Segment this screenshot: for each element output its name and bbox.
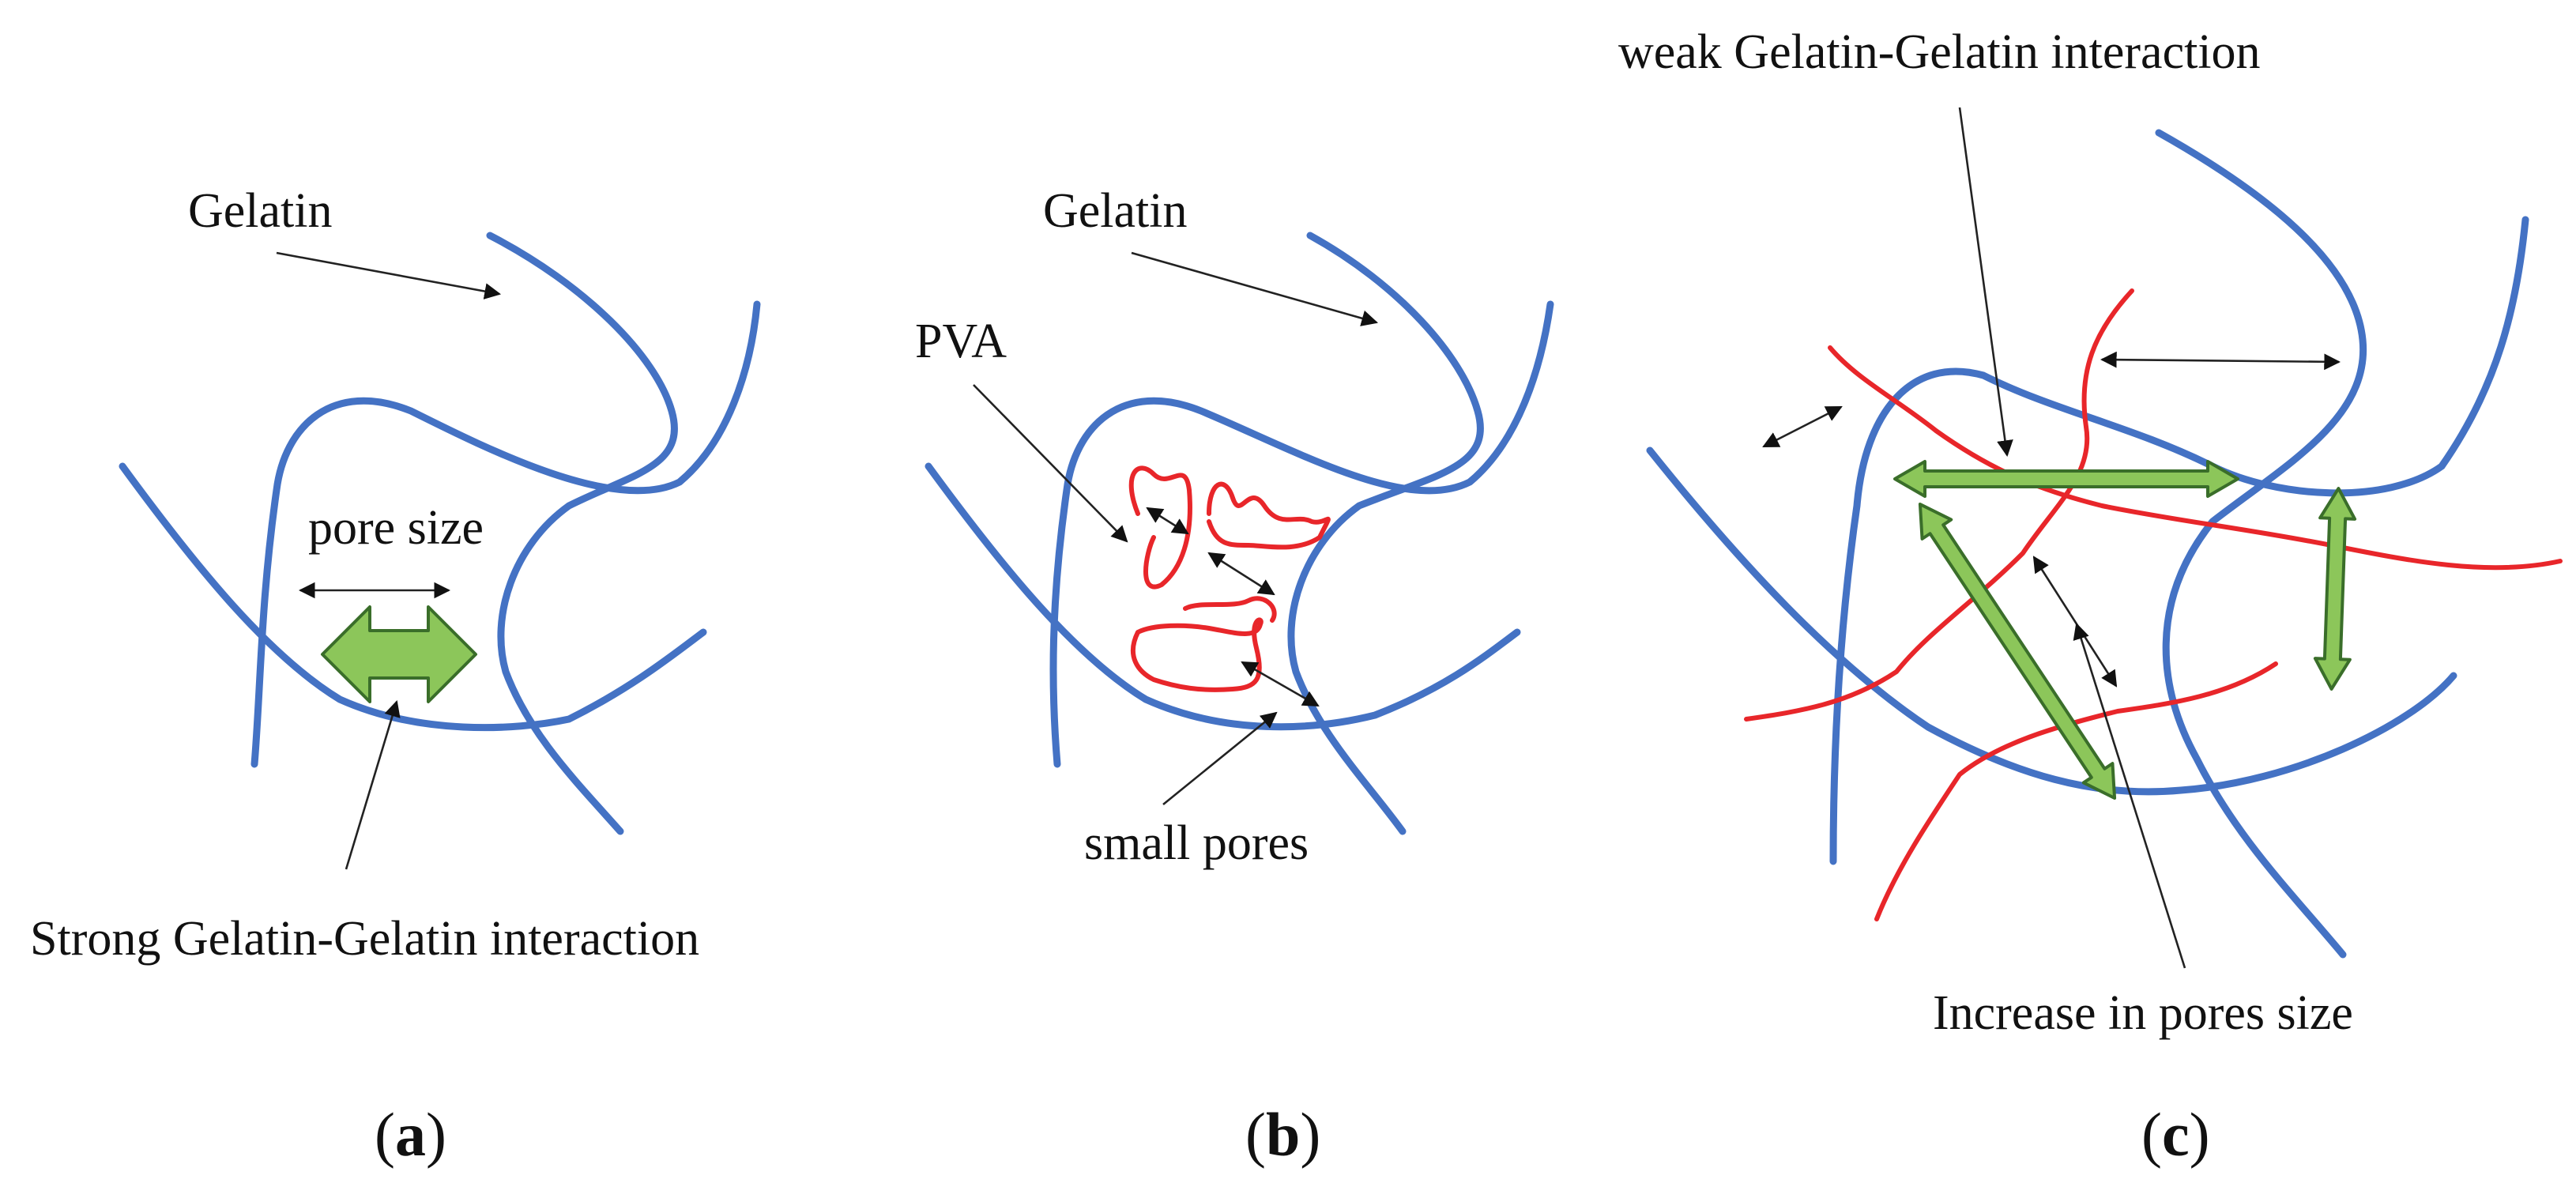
gelatin-strand: [1829, 216, 2529, 865]
gelatin-label: Gelatin: [1043, 184, 1188, 238]
increase-pointer-arrow: [2073, 623, 2186, 969]
gelatin-strand: [1646, 446, 2457, 796]
caption-b: (b): [1245, 1100, 1320, 1169]
pore-gap-arrow: [1207, 552, 1275, 596]
pore-gap-arrow: [1241, 661, 1320, 707]
gelatin-pointer-arrow: [1131, 251, 1379, 326]
pva-coil: [1131, 617, 1264, 692]
interaction-pointer-arrow: [345, 700, 401, 870]
pva-coil: [1183, 596, 1277, 623]
pva-chain: [1744, 288, 2134, 721]
pva-chain: [1874, 661, 2278, 921]
gap-arrow: [2100, 351, 2341, 371]
interaction-label: Strong Gelatin-Gelatin interaction: [30, 912, 699, 966]
caption-c: (c): [2141, 1100, 2210, 1169]
gelatin-strand: [119, 462, 707, 732]
pva-chain: [1828, 345, 2563, 571]
caption-a: (a): [375, 1100, 446, 1169]
pva-pointer-arrow: [973, 384, 1128, 543]
gelatin-strand: [925, 462, 1521, 731]
gelatin-strands-b: [925, 232, 1554, 835]
gelatin-strand: [486, 232, 678, 835]
panel-a: Gelatin pore size Strong Gelatin-Gelatin…: [30, 184, 761, 1169]
small-pores-pointer-arrow: [1162, 711, 1278, 806]
pore-size-label: pore size: [308, 501, 484, 555]
pva-coils-b: [1128, 465, 1331, 692]
wide-pore-arrow: [1893, 460, 2239, 498]
panel-b: Gelatin PVA small pores (b): [915, 184, 1554, 1169]
pva-chains-c: [1744, 288, 2563, 921]
wide-pore-arrow: [2313, 487, 2357, 691]
weak-pointer-arrow: [1958, 107, 2013, 458]
pva-label: PVA: [915, 315, 1007, 368]
gelatin-pointer-arrow: [276, 251, 502, 300]
gelatin-strands-a: [119, 232, 761, 835]
gelatin-strand: [250, 300, 761, 768]
gap-arrow: [1762, 405, 1843, 448]
increase-pores-label: Increase in pores size: [1933, 986, 2353, 1040]
gap-arrow: [2032, 556, 2118, 688]
small-pores-label: small pores: [1084, 816, 1309, 870]
pore-gap-arrow: [1146, 507, 1189, 535]
panel-c: weak Gelatin-Gelatin interaction Increas…: [1618, 25, 2563, 1169]
weak-interaction-label: weak Gelatin-Gelatin interaction: [1618, 25, 2261, 79]
gelatin-strand: [1049, 300, 1554, 768]
gelatin-strands-c: [1646, 129, 2529, 959]
pva-coil: [1128, 465, 1192, 590]
wide-pore-arrow: [1918, 503, 2117, 800]
pore-double-arrow: [321, 605, 477, 703]
gelatin-strand: [2155, 129, 2367, 959]
pva-coil: [1207, 481, 1331, 550]
gelatin-label: Gelatin: [188, 184, 333, 238]
